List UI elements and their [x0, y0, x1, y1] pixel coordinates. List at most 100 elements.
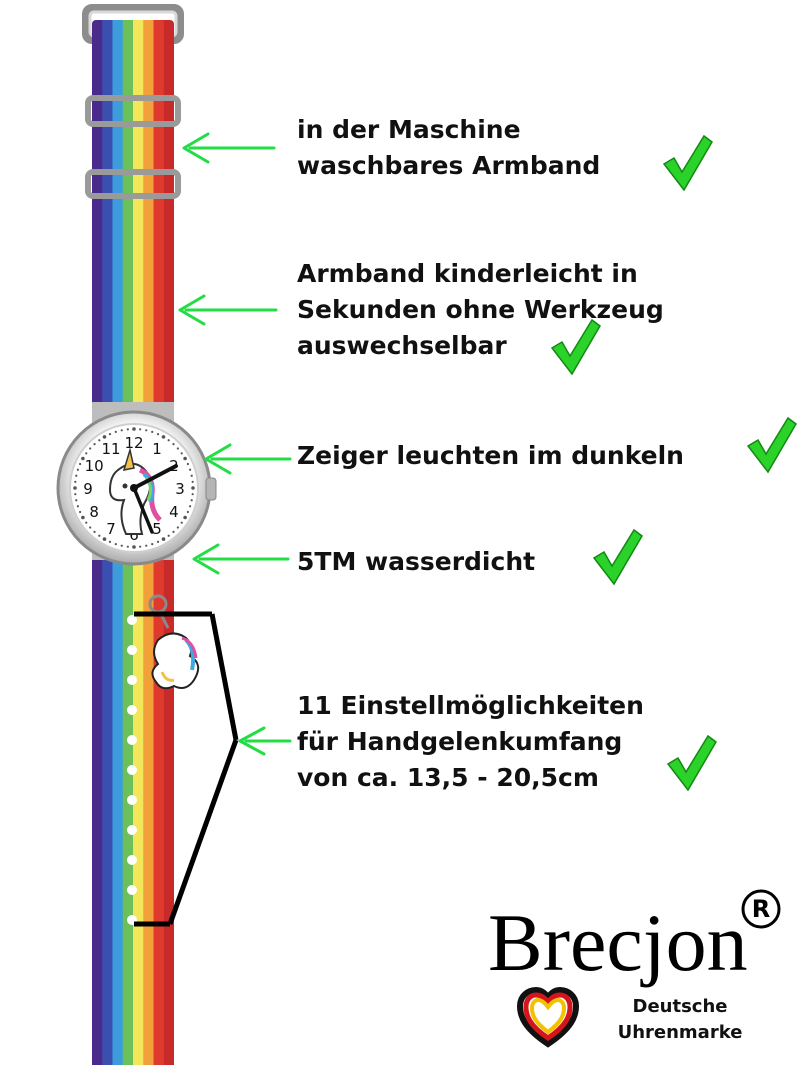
dial-number: 7	[106, 520, 116, 538]
strap-hole	[127, 855, 137, 865]
dial-dot	[85, 521, 88, 524]
dial-dot	[126, 545, 129, 548]
dial-number: 11	[101, 440, 120, 458]
brand-tagline-line: Uhrenmarke	[617, 1022, 743, 1043]
strap-top	[92, 20, 174, 420]
checkmark-icon	[550, 318, 601, 376]
feature-line: 5TM wasserdicht	[297, 547, 536, 576]
dial-dot	[102, 435, 107, 439]
dial-dot	[139, 428, 142, 431]
strap-hole	[127, 765, 137, 775]
dial-dot	[126, 428, 129, 431]
feature-line: Sekunden ohne Werkzeug	[297, 295, 664, 324]
unicorn-icon	[108, 447, 162, 535]
dial-dot	[132, 545, 136, 549]
strap-stripe	[92, 560, 103, 1065]
arrow-icon	[192, 543, 290, 575]
dial-dot	[132, 427, 136, 431]
checkmark-icon	[662, 134, 713, 192]
dial-dot	[139, 545, 142, 548]
dial-dot	[161, 537, 166, 541]
dial-dot	[151, 543, 154, 546]
dial-dot	[120, 544, 123, 547]
dial-dot	[183, 515, 187, 520]
dial-dot	[183, 456, 187, 461]
strap-hole	[127, 705, 137, 715]
feature-glow-hands: Zeiger leuchten im dunkeln	[297, 438, 684, 474]
dial-dot	[190, 499, 193, 502]
dial-dot	[189, 468, 192, 471]
dial-dot	[114, 430, 117, 433]
dial-number: 10	[85, 457, 104, 475]
dial-dot	[180, 521, 183, 524]
dial-dot	[102, 537, 107, 541]
dial-number: 8	[89, 503, 99, 521]
registered-letter: R	[752, 895, 770, 923]
dial-dot	[79, 462, 82, 466]
strap-hole	[127, 825, 137, 835]
dial-dot	[161, 435, 166, 439]
dial-dot	[167, 534, 170, 537]
feature-line: 11 Einstellmöglichkeiten	[297, 691, 644, 720]
dial-number: 1	[152, 440, 162, 458]
dial-dot	[76, 505, 79, 508]
dial-dot	[151, 430, 154, 433]
strap-hole	[127, 795, 137, 805]
feature-adjustable: 11 Einstellmöglichkeiten für Handgelenku…	[297, 688, 644, 796]
dial-dot	[85, 452, 88, 455]
dial-dot	[89, 447, 92, 450]
feature-waterproof: 5TM wasserdicht	[297, 544, 535, 580]
dial-dot	[98, 439, 101, 442]
dial-minute-dots	[73, 427, 195, 549]
dial-dot	[156, 433, 160, 436]
registered-mark: R	[741, 889, 781, 929]
feature-line: waschbares Armband	[297, 151, 601, 180]
dial-dot	[191, 480, 194, 483]
strap-stripe	[143, 560, 154, 1065]
feature-line: für Handgelenkumfang	[297, 727, 623, 756]
brand-tagline-line: Deutsche	[632, 996, 728, 1017]
dial-dot	[79, 510, 82, 514]
strap-stripe	[102, 20, 113, 420]
strap-stripe	[163, 560, 174, 1065]
dial-dot	[189, 505, 192, 508]
arrow-icon	[182, 132, 276, 164]
watch-crown	[205, 477, 217, 501]
dial-dot	[191, 493, 194, 496]
arrow-icon	[238, 726, 292, 756]
dial-dot	[93, 443, 96, 446]
dial-dot	[167, 439, 170, 442]
dial-dot	[73, 486, 77, 490]
strap-bottom	[92, 560, 174, 1065]
dial-dot	[120, 429, 123, 432]
heart-flag-icon	[516, 986, 580, 1048]
dial-dot	[172, 443, 175, 446]
brand-logo-text: Brecjon	[488, 897, 748, 988]
strap-keeper	[85, 95, 181, 127]
dial-dot	[114, 543, 117, 546]
dial-number: 3	[175, 480, 185, 498]
feature-line: Zeiger leuchten im dunkeln	[297, 441, 684, 470]
dial-dot	[108, 540, 112, 543]
dial-dot	[145, 429, 148, 432]
feature-line: auswechselbar	[297, 331, 507, 360]
feature-line: von ca. 13,5 - 20,5cm	[297, 763, 599, 792]
strap-hole	[127, 675, 137, 685]
dial-number: 4	[169, 503, 179, 521]
dial-dot	[75, 474, 78, 477]
dial-dot	[145, 544, 148, 547]
strap-stripe	[112, 560, 124, 1065]
dial-dot	[81, 515, 85, 520]
dial-dot	[190, 474, 193, 477]
dial-dot	[176, 526, 179, 529]
feature-line: Armband kinderleicht in	[297, 259, 638, 288]
brand-tagline: Deutsche Uhrenmarke	[600, 994, 760, 1046]
strap-hole	[127, 615, 137, 625]
adjustment-bracket	[134, 611, 239, 927]
dial-dot	[89, 526, 92, 529]
arrow-icon	[178, 294, 278, 326]
feature-strap-change: Armband kinderleicht in Sekunden ohne We…	[297, 256, 664, 364]
strap-hole	[127, 885, 137, 895]
